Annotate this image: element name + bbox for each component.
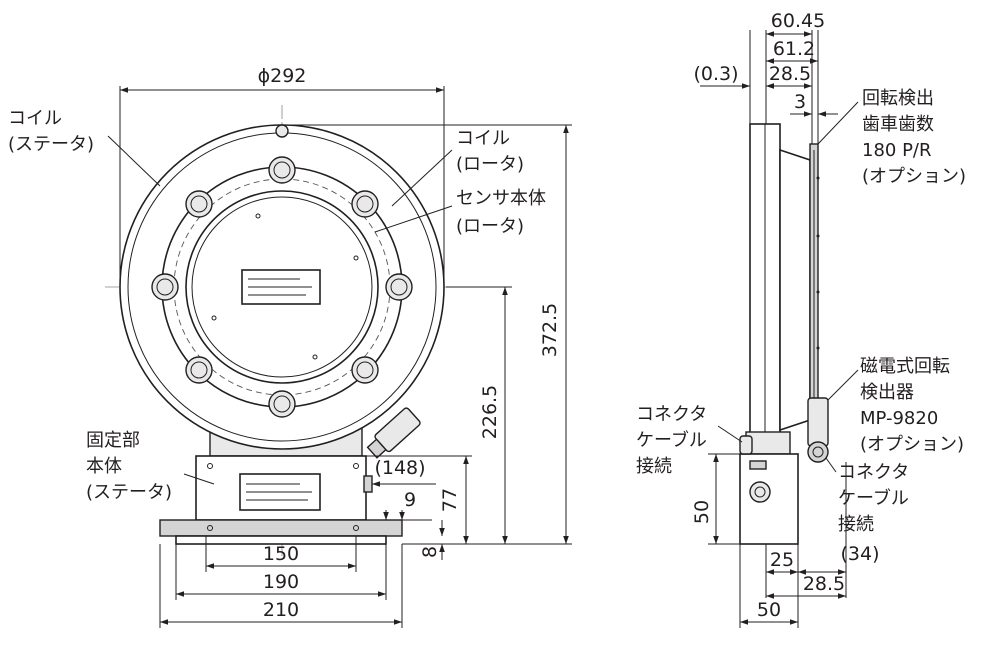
- dim-9: 9: [404, 489, 416, 511]
- side-badge: [749, 460, 767, 470]
- right-connector: [807, 441, 829, 463]
- dim-28-5-top: 28.5: [769, 63, 811, 85]
- label-connector-right: コネクタ ケーブル 接続: [838, 462, 915, 535]
- gear-teeth: [816, 176, 820, 350]
- bolt-hole: [268, 390, 296, 418]
- bolt-holes: [151, 156, 413, 418]
- side-screw: [363, 475, 373, 493]
- dim-25: 25: [770, 549, 794, 571]
- side-rotor: [779, 148, 811, 432]
- leader-connector-right: [825, 457, 837, 473]
- screw-dot: [207, 463, 213, 469]
- mp9820-sensor: [807, 397, 829, 447]
- base-bottom: [175, 535, 387, 545]
- label-mp9820: 磁電式回転 検出器 MP-9820 (オプション): [860, 356, 964, 455]
- dim-28-5-bottom: 28.5: [803, 573, 845, 595]
- dim-61-2: 61.2: [773, 38, 815, 60]
- label-connector-left: コネクタ ケーブル 接続: [636, 404, 713, 477]
- front-connector: [366, 407, 421, 459]
- side-view: 60.45 61.2 (0.3) 28.5 3 50 25 (34) 28.5 …: [636, 10, 966, 628]
- leader-sensor-body: [374, 205, 453, 233]
- dim-50-vertical: 50: [691, 500, 713, 524]
- leader-coil-stator: [107, 135, 161, 187]
- screw-dot: [353, 525, 359, 531]
- leader-fixed-part: [183, 473, 215, 485]
- dim-height-axis: 226.5: [479, 385, 501, 439]
- side-connector-socket: [749, 481, 771, 503]
- bolt-hole: [185, 356, 213, 384]
- front-view: ϕ292 372.5 226.5 77 (148) 9 8: [8, 65, 572, 628]
- dim-150: 150: [263, 543, 299, 565]
- label-gear: 回転検出 歯車歯数 180 P/R (オプション): [862, 88, 966, 187]
- dim-60-45: 60.45: [771, 10, 825, 32]
- bolt-hole: [351, 190, 379, 218]
- label-coil-rotor: コイル (ロータ): [456, 128, 524, 175]
- dim-148: (148): [374, 457, 425, 479]
- top-marker-bolt: [275, 124, 289, 138]
- bolt-hole: [185, 190, 213, 218]
- dim-50-horizontal: 50: [757, 599, 781, 621]
- dim-190: 190: [263, 571, 299, 593]
- bolt-hole: [385, 273, 413, 301]
- label-coil-stator: コイル (ステータ): [8, 108, 94, 155]
- screw-dot: [207, 525, 213, 531]
- bolt-hole: [351, 356, 379, 384]
- dim-3: 3: [794, 91, 806, 113]
- base-flange: [159, 519, 403, 537]
- bolt-hole: [268, 156, 296, 184]
- dim-77: 77: [439, 488, 461, 512]
- dim-0-3: (0.3): [693, 63, 738, 85]
- dim-210: 210: [263, 599, 299, 621]
- label-sensor-body: センサ本体 (ロータ): [456, 188, 552, 237]
- left-connector: [739, 435, 753, 455]
- screw-dot: [353, 463, 359, 469]
- leader-connector-left: [717, 425, 743, 443]
- bolt-hole: [151, 273, 179, 301]
- label-fixed-part: 固定部 本体 (ステータ): [86, 430, 172, 503]
- dim-8: 8: [419, 546, 441, 558]
- dim-34: (34): [840, 543, 879, 565]
- dim-diameter: ϕ292: [258, 65, 307, 87]
- leader-gear: [817, 101, 859, 145]
- side-base-body: [739, 453, 799, 545]
- leader-coil-rotor: [391, 149, 453, 207]
- leader-mp9820: [827, 369, 859, 401]
- dim-height-total: 372.5: [539, 303, 561, 357]
